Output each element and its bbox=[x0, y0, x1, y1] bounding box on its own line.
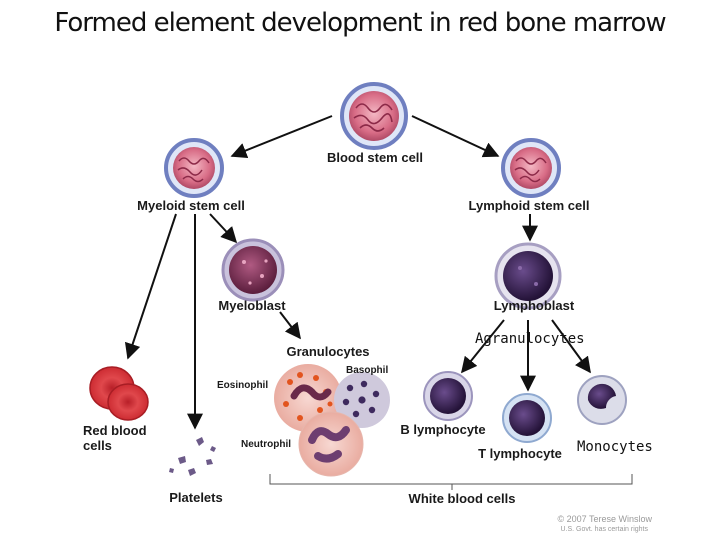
arrow-stem-to-lymphoid bbox=[411, 115, 500, 158]
label-white-blood-cells: White blood cells bbox=[409, 491, 516, 506]
lymphoid-stem-cell-icon bbox=[501, 138, 561, 198]
label-red-blood-cells-line2: cells bbox=[83, 438, 112, 453]
arrow-myeloblast-to-granulocytes bbox=[279, 311, 301, 340]
label-eosinophil: Eosinophil bbox=[217, 380, 268, 391]
arrows bbox=[124, 115, 591, 430]
blood-stem-cell-icon bbox=[340, 82, 408, 150]
lymphoblast-icon bbox=[494, 242, 562, 310]
myeloid-stem-cell-icon bbox=[164, 138, 224, 198]
monocyte-icon bbox=[577, 375, 627, 425]
red-blood-cells-icon bbox=[89, 366, 149, 421]
label-blood-stem-cell: Blood stem cell bbox=[327, 150, 423, 165]
label-b-lymphocyte: B lymphocyte bbox=[400, 422, 485, 437]
label-red-blood-cells-line1: Red blood bbox=[83, 423, 147, 438]
white-blood-cells-bracket bbox=[269, 474, 633, 490]
credit-line1: © 2007 Terese Winslow bbox=[557, 514, 652, 524]
t-lymphocyte-icon bbox=[502, 393, 552, 443]
label-granulocytes: Granulocytes bbox=[286, 344, 369, 359]
label-platelets: Platelets bbox=[169, 490, 222, 505]
label-lymphoid-stem-cell: Lymphoid stem cell bbox=[469, 198, 590, 213]
b-lymphocyte-icon bbox=[423, 371, 473, 421]
arrow-lymphoblast-to-b bbox=[460, 319, 505, 374]
credit-line2: U.S. Govt. has certain rights bbox=[560, 526, 648, 533]
arrow-myeloid-to-myeloblast bbox=[209, 213, 238, 244]
arrow-myeloid-to-rbc bbox=[124, 213, 177, 360]
myeloblast-icon bbox=[221, 238, 285, 302]
label-t-lymphocyte: T lymphocyte bbox=[478, 446, 562, 461]
label-myeloblast: Myeloblast bbox=[218, 298, 286, 313]
label-monocytes: Monocytes bbox=[577, 439, 653, 455]
label-lymphoblast: Lymphoblast bbox=[494, 298, 575, 313]
label-basophil: Basophil bbox=[346, 365, 388, 376]
label-myeloid-stem-cell: Myeloid stem cell bbox=[137, 198, 245, 213]
neutrophil-icon bbox=[298, 411, 364, 477]
basophil-icon bbox=[334, 372, 390, 428]
page-title: Formed element development in red bone m… bbox=[54, 8, 666, 38]
arrow-stem-to-myeloid bbox=[230, 115, 333, 159]
label-agranulocytes: Agranulocytes bbox=[475, 331, 585, 347]
platelets-icon bbox=[169, 437, 216, 476]
arrow-lymphoblast-to-monocytes bbox=[551, 319, 591, 374]
label-neutrophil: Neutrophil bbox=[241, 439, 291, 450]
